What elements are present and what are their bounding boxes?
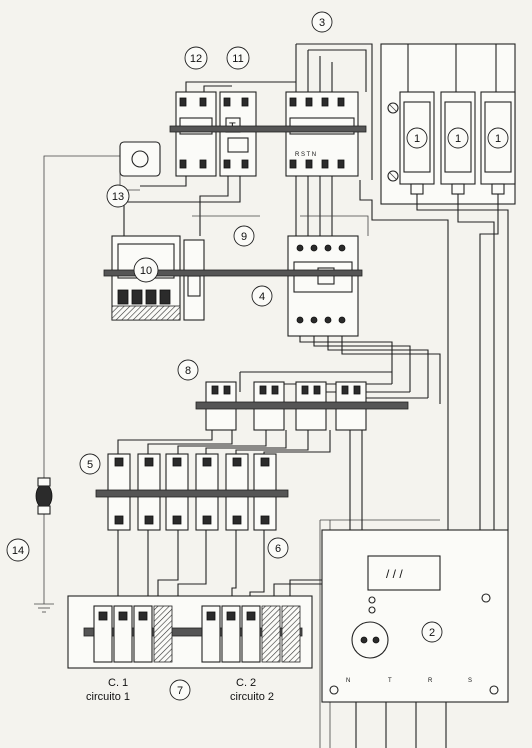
callout-7: 7 [169, 679, 191, 701]
callout-3: 3 [311, 11, 333, 33]
fuse-panel [380, 43, 516, 205]
svg-text:9: 9 [241, 231, 247, 243]
meter-terminal-t: T [388, 678, 392, 684]
din-rail-breakers [95, 489, 289, 498]
meter-terminal-r: R [428, 678, 433, 684]
circuit-2-name: circuito 2 [230, 691, 274, 703]
svg-text:13: 13 [112, 191, 124, 203]
terminal-block-7 [67, 595, 313, 669]
callout-14: 14 [6, 538, 30, 562]
svg-text:3: 3 [319, 17, 325, 29]
meter-2: / / / N T R S [321, 529, 509, 703]
callout-9: 9 [233, 225, 255, 247]
callout-6: 6 [267, 537, 289, 559]
svg-text:7: 7 [177, 685, 183, 697]
callouts: 1 1 1 2 3 4 5 6 7 8 9 10 11 12 13 14 [6, 11, 509, 701]
breaker-3: R S T N [285, 91, 359, 177]
svg-text:11: 11 [232, 53, 243, 65]
svg-text:1: 1 [495, 133, 501, 145]
svg-text:14: 14 [12, 545, 24, 557]
wiring [34, 43, 509, 748]
svg-text:8: 8 [185, 365, 191, 377]
callout-5: 5 [79, 453, 101, 475]
svg-text:6: 6 [275, 543, 281, 555]
main-switch-4 [287, 235, 359, 337]
din-rail-top [169, 125, 367, 133]
svg-text:1: 1 [455, 133, 461, 145]
circuit-1-name: circuito 1 [86, 691, 130, 703]
din-rail-distribution [195, 401, 409, 410]
svg-text:4: 4 [259, 291, 265, 303]
callout-13: 13 [106, 184, 130, 208]
callout-10: 10 [133, 257, 159, 283]
breaker-3-phases: R S T N [295, 152, 316, 158]
meter-display: / / / [386, 567, 403, 581]
socket-13 [119, 141, 161, 177]
circuit-1-code: C. 1 [108, 677, 128, 689]
callout-2: 2 [421, 621, 443, 643]
din-rail-middle [103, 269, 363, 277]
breaker-12 [175, 91, 217, 177]
callout-12: 12 [184, 46, 208, 70]
callout-1: 1 [406, 127, 428, 149]
svg-text:2: 2 [429, 627, 435, 639]
ground-clamp-14 [35, 477, 53, 515]
callout-1: 1 [487, 127, 509, 149]
meter-terminal-n: N [346, 678, 350, 684]
callout-1: 1 [447, 127, 469, 149]
callout-8: 8 [177, 359, 199, 381]
svg-text:5: 5 [87, 459, 93, 471]
circuit-2-code: C. 2 [236, 677, 256, 689]
svg-text:10: 10 [140, 265, 152, 277]
callout-11: 11 [226, 46, 250, 70]
svg-text:1: 1 [414, 133, 420, 145]
svg-text:12: 12 [190, 53, 202, 65]
meter-terminal-s: S [468, 678, 472, 684]
breaker-11: T [219, 91, 257, 177]
callout-4: 4 [251, 285, 273, 307]
contactor-10 [111, 235, 205, 321]
